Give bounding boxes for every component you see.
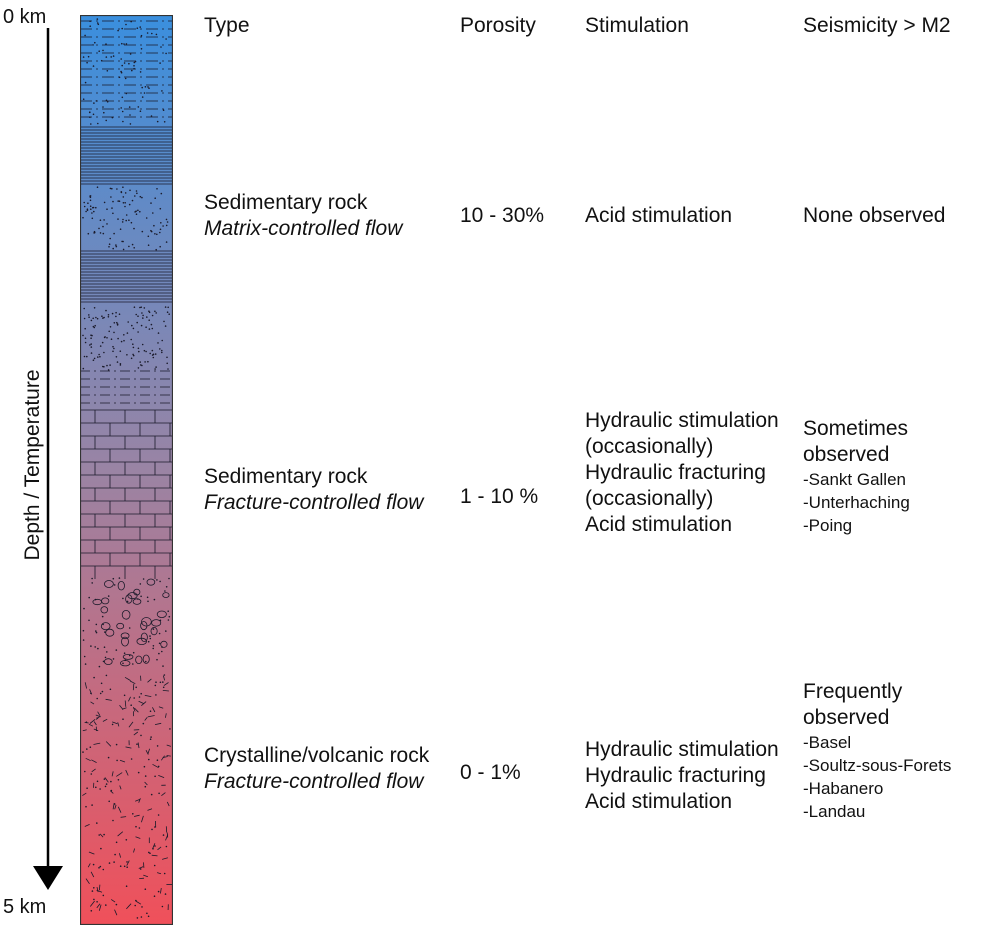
row2-porosity: 1 - 10 % (460, 485, 539, 508)
row2-stim-line: Hydraulic stimulation (585, 409, 779, 432)
depth-top-label: 0 km (3, 6, 47, 28)
row3-type-flow: Fracture-controlled flow (204, 770, 424, 793)
row2-type: Sedimentary rock Fracture-controlled flo… (204, 464, 423, 516)
row2-type-main: Sedimentary rock (204, 465, 368, 488)
row3-stimulation: Hydraulic stimulation Hydraulic fracturi… (585, 737, 779, 815)
row3-stim-line: Acid stimulation (585, 790, 733, 813)
row2-seismicity: Sometimes observed -Sankt Gallen -Unterh… (803, 416, 910, 537)
header-seismicity: Seismicity > M2 (803, 14, 951, 37)
depth-bottom-label: 5 km (3, 896, 47, 918)
row1-type-flow: Matrix-controlled flow (204, 217, 403, 240)
row1-stimulation: Acid stimulation (585, 204, 733, 227)
row2-stim-line: Acid stimulation (585, 513, 733, 536)
row2-seis-main: Sometimes (803, 417, 909, 440)
stratigraphic-column (80, 15, 173, 925)
row2-site: -Unterhaching (803, 493, 910, 512)
row2-stim-line: (occasionally) (585, 435, 714, 458)
row3-type: Crystalline/volcanic rock Fracture-contr… (204, 743, 429, 795)
row2-site: -Sankt Gallen (803, 470, 906, 489)
row3-seis-main: Frequently (803, 680, 903, 703)
row3-seis-main: observed (803, 706, 890, 729)
row2-stim-line: Hydraulic fracturing (585, 461, 766, 484)
row2-site: -Poing (803, 516, 853, 535)
row2-stim-line: (occasionally) (585, 487, 714, 510)
depth-arrow-icon (33, 28, 63, 890)
row3-site: -Soultz-sous-Forets (803, 756, 952, 775)
row1-seismicity: None observed (803, 204, 946, 227)
row3-porosity: 0 - 1% (460, 761, 521, 784)
header-type: Type (204, 14, 250, 37)
header-porosity: Porosity (460, 14, 536, 37)
row3-site: -Habanero (803, 779, 884, 798)
row3-stim-line: Hydraulic stimulation (585, 738, 779, 761)
row2-type-flow: Fracture-controlled flow (204, 491, 424, 514)
row3-type-main: Crystalline/volcanic rock (204, 744, 430, 767)
row1-type-main: Sedimentary rock (204, 191, 368, 214)
row1-porosity: 10 - 30% (460, 204, 545, 227)
row3-seismicity: Frequently observed -Basel -Soultz-sous-… (803, 679, 951, 823)
row2-seis-main: observed (803, 443, 890, 466)
depth-axis-title: Depth / Temperature (21, 369, 44, 561)
row3-site: -Landau (803, 802, 866, 821)
row1-type: Sedimentary rock Matrix-controlled flow (204, 190, 402, 242)
row3-site: -Basel (803, 733, 852, 752)
row2-stimulation: Hydraulic stimulation (occasionally) Hyd… (585, 408, 779, 538)
row3-stim-line: Hydraulic fracturing (585, 764, 766, 787)
header-stimulation: Stimulation (585, 14, 689, 37)
